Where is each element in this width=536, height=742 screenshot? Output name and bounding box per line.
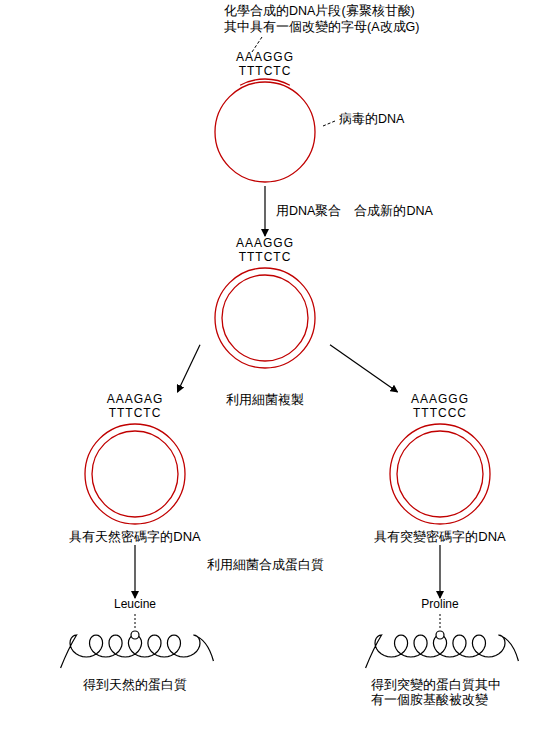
flow-arrow — [178, 345, 201, 392]
annotation-label: 化學合成的DNA片段(寡聚核甘酸) — [222, 4, 417, 19]
dna-strand — [215, 268, 315, 368]
dna-plasmid-node: AAAGAGTTTCTC 具有天然密碼字的DNA — [50, 392, 220, 545]
annotation-label: 利用細菌複製 — [224, 393, 306, 408]
base-sequence: TTTCTC — [239, 250, 292, 264]
flow-arrow — [330, 345, 398, 392]
protein-caption: 得到天然的蛋白質 — [83, 678, 187, 693]
base-sequence: TTTCTC — [109, 406, 162, 420]
protein-coil — [61, 635, 214, 668]
dna-strand — [85, 424, 185, 524]
amino-acid-label: Leucine — [114, 598, 156, 612]
dna-plasmid-node: AAAGGGTTTCTC — [200, 50, 330, 186]
protein-node: Leucine 得到天然的蛋白質 — [50, 598, 220, 693]
plasmid-spacer — [200, 264, 330, 372]
flow-arrow — [439, 545, 440, 598]
base-sequence: TTTCTC — [239, 64, 292, 78]
dna-caption: 具有突變密碼字的DNA — [374, 530, 505, 545]
base-sequence: TTTCCC — [413, 406, 467, 420]
amino-acid-marker — [131, 631, 139, 639]
dna-strand — [92, 431, 178, 517]
leader-line — [252, 37, 262, 52]
base-sequence: AAAGAG — [107, 392, 164, 406]
leader-line — [440, 614, 441, 629]
amino-acid-marker — [436, 631, 444, 639]
arrow-label: 用DNA聚合 合成新的DNA — [274, 204, 435, 219]
leader-line — [135, 614, 136, 629]
base-sequence: AAAGGG — [236, 236, 294, 250]
plasmid-spacer — [200, 78, 330, 186]
leader-line — [323, 121, 335, 126]
dna-plasmid-node: AAAGGGTTTCTC — [200, 236, 330, 372]
plasmid-spacer — [50, 420, 220, 528]
plasmid-spacer — [355, 420, 525, 528]
flow-arrow — [134, 545, 135, 598]
protein-caption: 得到突變的蛋白質其中 有一個胺基酸被改變 — [371, 678, 509, 708]
annotation-label: 病毒的DNA — [337, 112, 406, 127]
base-sequence: AAAGGG — [411, 392, 469, 406]
flow-arrow — [264, 186, 265, 236]
protein-node: Proline 得到突變的蛋白質其中 有一個胺基酸被改變 — [355, 598, 525, 708]
dna-strand — [222, 275, 308, 361]
dna-strand — [215, 82, 315, 182]
dna-strand — [390, 424, 490, 524]
oligonucleotide-strand — [240, 79, 290, 85]
annotation-label: 利用細菌合成蛋白質 — [205, 558, 326, 573]
dna-strand — [397, 431, 483, 517]
protein-spacer — [50, 612, 220, 676]
dna-caption: 具有天然密碼字的DNA — [69, 530, 200, 545]
protein-coil — [366, 635, 519, 668]
base-sequence: AAAGGG — [236, 50, 294, 64]
amino-acid-label: Proline — [421, 598, 458, 612]
dna-plasmid-node: AAAGGGTTTCCC 具有突變密碼字的DNA — [355, 392, 525, 545]
annotation-label: 其中具有一個改變的字母(A改成G) — [222, 20, 421, 35]
protein-spacer — [355, 612, 525, 676]
